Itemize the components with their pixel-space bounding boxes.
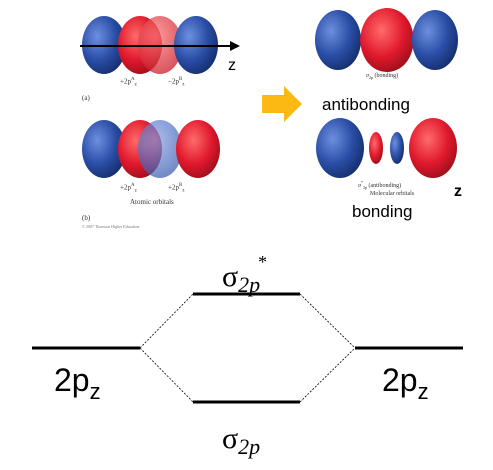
panel-a-caption-right: −2pBz (168, 77, 185, 88)
lobe-red-small (369, 132, 383, 164)
sigma-symbol: σ (222, 260, 239, 293)
lobe-blue-right (412, 10, 458, 70)
panel-a-label: (a) (82, 94, 90, 102)
caption-sub: 2p (362, 185, 367, 191)
caption-sub: 2p (368, 75, 373, 81)
correlation-line (139, 347, 194, 403)
caption-sup: B (178, 77, 183, 82)
antibonding-overlay-label: antibonding (322, 95, 410, 114)
caption-sub: z (134, 82, 137, 88)
correlation-line (139, 293, 194, 349)
caption-sup: A (130, 77, 135, 82)
lobe-red-right (409, 118, 457, 178)
right-atomic-label: 2pz (382, 362, 429, 405)
atomic-orbitals-caption: Atomic orbitals (130, 198, 174, 206)
lobe-blue-left (316, 118, 364, 178)
bonding-molecular-orbital (315, 8, 458, 72)
orbital-subscript: z (417, 379, 429, 404)
sigma-subscript: 2p (238, 272, 261, 297)
correlation-line (299, 347, 356, 403)
caption-sub: z (134, 188, 137, 194)
bonding-mo-caption: σ2p (bonding) (366, 73, 398, 80)
orbital-subscript: z (89, 379, 101, 404)
bonding-level-label: σ2p (222, 422, 260, 460)
antibonding-star: * (258, 252, 268, 272)
caption-text: (antibonding) (368, 183, 402, 189)
panel-b-label: (b) (82, 214, 91, 222)
panel-b-caption-left: +2pAz (120, 183, 137, 194)
antibonding-level-label: σ2p* (222, 252, 267, 298)
antibonding-mo-caption: σ*2p (antibonding) (358, 180, 401, 190)
caption-sup: B (178, 183, 183, 188)
orbital-panel-b (82, 120, 220, 178)
lobe-blue-overlap (138, 120, 182, 178)
sigma-subscript: 2p (238, 434, 261, 459)
sigma-symbol: σ (222, 422, 239, 455)
caption-symbol: σ (366, 73, 369, 79)
caption-text: (bonding) (374, 73, 399, 79)
bonding-overlay-label: bonding (352, 202, 413, 221)
z-axis-label-right: z (454, 183, 462, 200)
panel-b-caption-right: +2pBz (168, 183, 185, 194)
orbital-panel-a (80, 16, 240, 74)
caption-sup: A (130, 183, 135, 188)
orbital-illustrations (80, 8, 458, 178)
lobe-blue-small (390, 132, 404, 164)
caption-text: −2p (168, 77, 179, 86)
lobe-red-center (360, 8, 414, 72)
caption-text: +2p (120, 77, 131, 86)
caption-sub: z (182, 188, 185, 194)
molecular-orbitals-caption: Molecular orbitals (370, 191, 415, 197)
lobe-blue-left (82, 120, 126, 178)
copyright-note: © 2007 Thomson Higher Education (82, 224, 140, 229)
caption-text: +2p (168, 183, 179, 192)
reaction-arrow-icon (262, 86, 302, 122)
lobe-blue-left (315, 10, 361, 70)
lobe-red-right (176, 120, 220, 178)
panel-a-caption-left: +2pAz (120, 77, 137, 88)
caption-symbol: σ (358, 183, 361, 189)
energy-level-diagram (32, 292, 463, 404)
left-atomic-label: 2pz (54, 362, 101, 405)
z-axis-arrowhead (230, 41, 240, 51)
correlation-line (299, 293, 356, 349)
orbital-label: 2p (382, 362, 418, 398)
z-axis-label: z (228, 57, 236, 74)
caption-sub: z (182, 82, 185, 88)
orbital-label: 2p (54, 362, 90, 398)
caption-text: +2p (120, 183, 131, 192)
antibonding-molecular-orbital (316, 118, 457, 178)
caption-star: * (360, 180, 363, 185)
